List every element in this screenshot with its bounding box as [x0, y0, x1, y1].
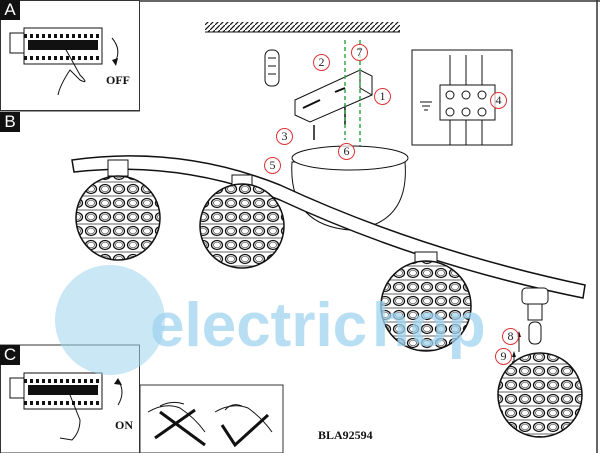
- g9-bulb-icon: [528, 321, 542, 345]
- watermark-logo: [55, 265, 165, 375]
- step-3-marker: 3: [276, 128, 293, 145]
- section-label-c: C: [0, 345, 20, 365]
- bulb-hand-correct-icon: [214, 404, 273, 448]
- step-8-marker: 8: [502, 328, 519, 345]
- glass-ball-shade-3: [380, 251, 472, 352]
- panel-a: [0, 0, 140, 111]
- bulb-socket: [511, 287, 572, 372]
- step-7-marker: 7: [351, 44, 368, 61]
- section-label-a: A: [0, 0, 20, 20]
- step-4-marker: 4: [490, 92, 507, 109]
- glass-ball-shade-2: [199, 174, 285, 269]
- step-6-marker: 6: [338, 143, 355, 160]
- off-label: OFF: [106, 73, 130, 87]
- step-1-marker: 1: [374, 88, 391, 105]
- glass-ball-shade-1: [75, 159, 161, 261]
- lamp-arm: [71, 155, 586, 299]
- watermark-text-left: electric: [150, 291, 368, 360]
- bulb-hand-wrong-icon: [147, 401, 206, 447]
- panel-bulb-handling: [139, 384, 284, 453]
- step-5-marker: 5: [264, 157, 281, 174]
- watermark-text-right: hop: [372, 291, 486, 360]
- ground-symbol-icon: [420, 101, 432, 111]
- wall-plug-icon: [264, 49, 280, 87]
- glass-ball-shade-4: [497, 352, 583, 438]
- breaker-off-icon: [9, 27, 119, 96]
- step-9-marker: 9: [495, 348, 512, 365]
- ceiling: [205, 22, 400, 32]
- on-label: ON: [115, 418, 133, 432]
- step-2-marker: 2: [313, 54, 330, 71]
- breaker-on-icon: [9, 372, 123, 441]
- model-code: BLA92594: [318, 428, 373, 442]
- section-label-b: B: [0, 112, 20, 132]
